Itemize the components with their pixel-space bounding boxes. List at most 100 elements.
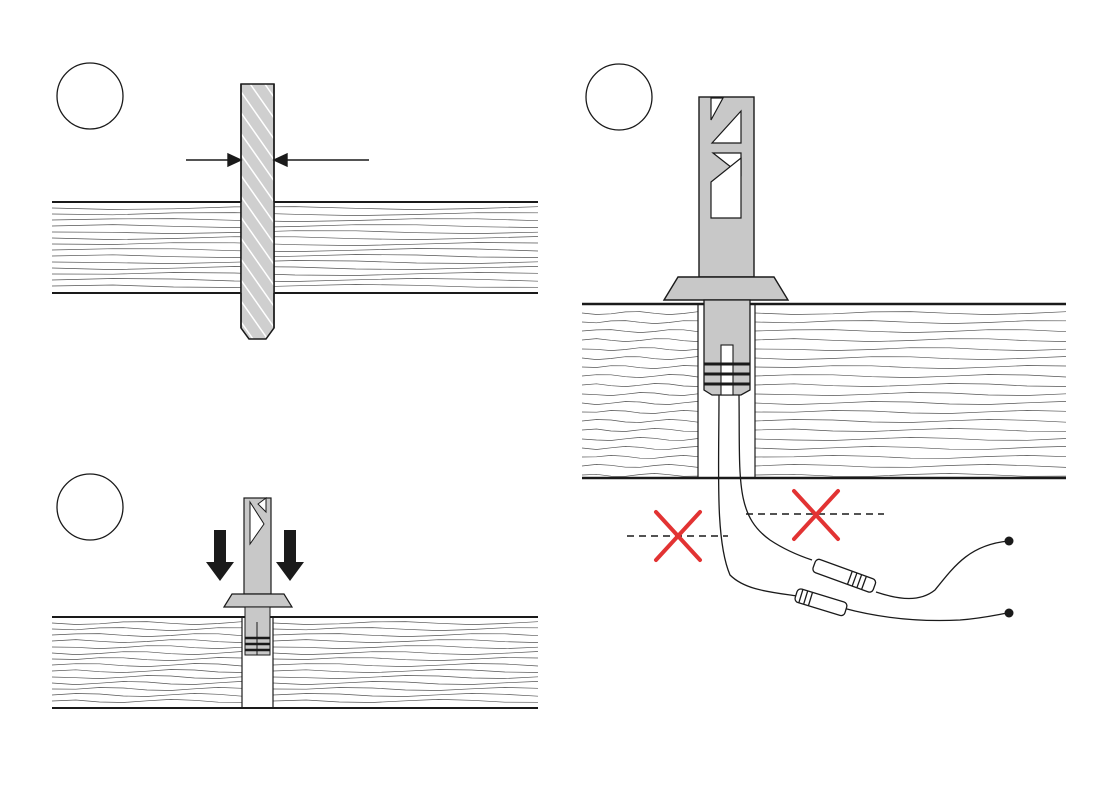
wood-grain-line bbox=[755, 473, 1066, 476]
wood-grain-line bbox=[273, 664, 538, 667]
mast-icon bbox=[224, 498, 292, 655]
board-2 bbox=[52, 617, 538, 708]
wood-grain-line bbox=[755, 339, 1066, 342]
wood-grain-line bbox=[755, 312, 1066, 315]
step-2-insert bbox=[52, 474, 538, 708]
wood-grain-line bbox=[273, 681, 538, 684]
wood-grain-line bbox=[582, 401, 698, 404]
wood-grain-line bbox=[755, 357, 1066, 360]
wood-grain-line bbox=[52, 278, 538, 281]
wood-grain-line bbox=[52, 284, 538, 287]
wood-grain-line bbox=[52, 658, 242, 661]
wood-grain-line bbox=[52, 266, 538, 269]
wood-grain-line bbox=[582, 446, 698, 449]
wood-grain-line bbox=[52, 693, 242, 696]
wood-grain-line bbox=[52, 213, 538, 216]
cross-mark-icon bbox=[794, 491, 838, 539]
wood-grain-line bbox=[582, 419, 698, 422]
step-2-marker bbox=[57, 474, 123, 540]
wood-grain-line bbox=[755, 401, 1066, 404]
wood-grain-line bbox=[273, 670, 538, 673]
wood-grain-line bbox=[52, 664, 242, 667]
wood-grain-line bbox=[755, 321, 1066, 324]
wood-grain-line bbox=[582, 348, 698, 351]
wire-end-icon bbox=[1005, 609, 1014, 618]
wood-grain-line bbox=[52, 231, 538, 234]
wood-grain-line bbox=[52, 670, 242, 673]
wood-grain-line bbox=[52, 687, 242, 690]
wood-grain-line bbox=[755, 455, 1066, 458]
wood-grain-line bbox=[52, 207, 538, 210]
wood-grain-line bbox=[273, 652, 538, 655]
wood-grain-line bbox=[755, 410, 1066, 413]
wood-grain-line bbox=[755, 348, 1066, 351]
wood-grain-line bbox=[52, 699, 242, 702]
wood-grain-line bbox=[755, 464, 1066, 467]
wood-grain-line bbox=[582, 366, 698, 369]
step-3-wiring bbox=[582, 64, 1066, 621]
wood-grain-line bbox=[52, 628, 242, 631]
resistor-icon bbox=[812, 558, 877, 593]
wood-grain-line bbox=[52, 640, 242, 643]
wood-grain-line bbox=[582, 455, 698, 458]
wood-grain-line bbox=[52, 681, 242, 684]
wood-grain-line bbox=[755, 384, 1066, 387]
step-1-drill bbox=[52, 63, 538, 339]
step-3-marker bbox=[586, 64, 652, 130]
wood-grain-line bbox=[755, 419, 1066, 422]
wood-grain-line bbox=[273, 634, 538, 637]
wood-grain-line bbox=[582, 330, 698, 333]
wood-grain-line bbox=[755, 330, 1066, 333]
wood-grain-line bbox=[755, 446, 1066, 449]
wood-grain-line bbox=[273, 658, 538, 661]
wood-grain-line bbox=[582, 339, 698, 342]
wood-grain-line bbox=[582, 410, 698, 413]
wood-grain-line bbox=[52, 676, 242, 679]
arrow-down-icon bbox=[276, 530, 304, 581]
drill-bit-icon bbox=[241, 84, 274, 339]
wood-grain-line bbox=[273, 693, 538, 696]
wood-grain-line bbox=[755, 375, 1066, 378]
wood-grain-line bbox=[52, 652, 242, 655]
wood-grain-line bbox=[582, 393, 698, 396]
wood-grain-line bbox=[273, 676, 538, 679]
wood-grain-line bbox=[273, 628, 538, 631]
wood-grain-line bbox=[52, 261, 538, 264]
wood-grain-line bbox=[52, 243, 538, 246]
wood-grain-line bbox=[582, 375, 698, 378]
wood-grain-line bbox=[273, 640, 538, 643]
wood-grain-line bbox=[755, 428, 1066, 431]
wood-grain-line bbox=[582, 464, 698, 467]
wood-grain-line bbox=[582, 321, 698, 324]
wire-right bbox=[739, 395, 1008, 599]
wood-grain-line bbox=[273, 699, 538, 702]
wood-grain-line bbox=[273, 646, 538, 649]
arrow-down-icon bbox=[206, 530, 234, 581]
wood-grain-line bbox=[755, 437, 1066, 440]
wood-grain-line bbox=[755, 366, 1066, 369]
wood-grain-line bbox=[582, 437, 698, 440]
wood-grain-line bbox=[52, 255, 538, 258]
wood-grain-line bbox=[52, 646, 242, 649]
wood-grain-line bbox=[755, 393, 1066, 396]
wood-grain-line bbox=[273, 622, 538, 625]
board-3 bbox=[582, 304, 1066, 478]
wood-grain-line bbox=[52, 272, 538, 275]
wood-grain-line bbox=[52, 237, 538, 240]
wood-grain-line bbox=[582, 473, 698, 476]
wood-grain-line bbox=[582, 357, 698, 360]
wood-grain-line bbox=[52, 225, 538, 228]
wood-grain-line bbox=[52, 622, 242, 625]
wood-grain-line bbox=[582, 384, 698, 387]
wood-grain-line bbox=[273, 687, 538, 690]
wood-grain-line bbox=[52, 249, 538, 252]
wood-grain-line bbox=[582, 428, 698, 431]
wood-grain-line bbox=[52, 634, 242, 637]
step-1-marker bbox=[57, 63, 123, 129]
wood-grain-line bbox=[52, 219, 538, 222]
resistor-icon bbox=[794, 588, 848, 617]
diameter-arrows bbox=[186, 154, 369, 166]
board-1 bbox=[52, 202, 538, 293]
